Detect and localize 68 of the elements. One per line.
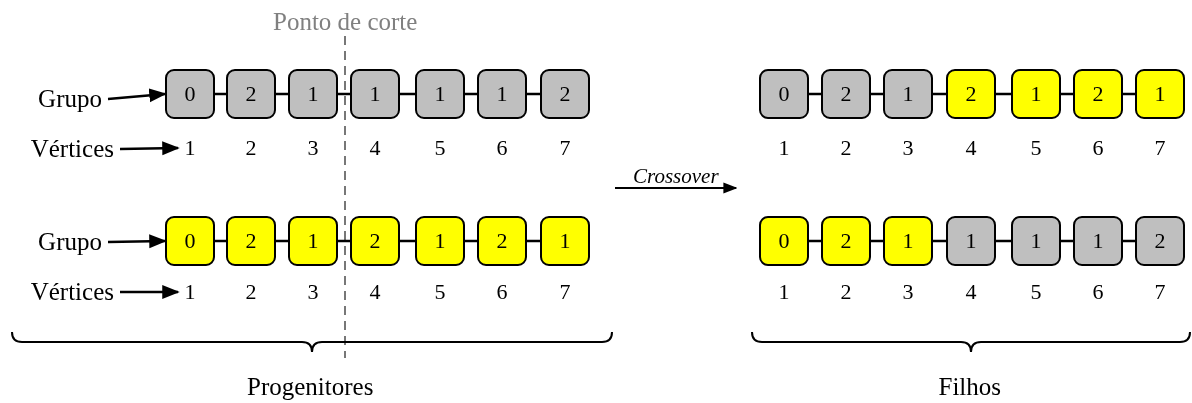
arrow	[120, 285, 180, 299]
gene-box: 0	[165, 216, 215, 266]
vertex-number: 5	[434, 137, 446, 159]
gene-box: 1	[883, 69, 933, 119]
vertex-number: 1	[178, 134, 202, 162]
group-caption: Filhos	[938, 373, 1002, 399]
gene-box: 1	[883, 216, 933, 266]
vertex-number: 7	[1154, 137, 1166, 159]
gene-box: 1	[1011, 69, 1061, 119]
gene-box: 0	[759, 216, 809, 266]
vertex-number: 5	[1030, 281, 1042, 303]
gene-box: 2	[946, 69, 996, 119]
vertex-number: 1	[178, 278, 202, 306]
vertex-number: 4	[369, 281, 381, 303]
gene-box: 2	[540, 69, 590, 119]
gene-box: 2	[350, 216, 400, 266]
gene-box: 1	[415, 216, 465, 266]
vertex-number: 1	[778, 137, 790, 159]
vertex-number: 6	[496, 137, 508, 159]
vertex-number: 4	[369, 137, 381, 159]
gene-box: 1	[288, 216, 338, 266]
vertex-number: 2	[840, 137, 852, 159]
vertex-number: 4	[965, 137, 977, 159]
gene-box: 2	[1073, 69, 1123, 119]
vertex-number: 2	[245, 281, 257, 303]
group-caption: Progenitores	[247, 373, 374, 399]
gene-box: 1	[540, 216, 590, 266]
gene-box: 1	[415, 69, 465, 119]
row-label: Grupo	[10, 82, 102, 116]
row-label: Vértices	[4, 275, 114, 309]
gene-box: 0	[165, 69, 215, 119]
arrow	[119, 141, 180, 156]
vertex-number: 5	[1030, 137, 1042, 159]
vertex-number: 3	[307, 137, 319, 159]
vertex-number: 2	[245, 137, 257, 159]
arrow	[107, 88, 167, 103]
gene-box: 0	[759, 69, 809, 119]
vertex-number: 6	[496, 281, 508, 303]
gene-box: 1	[1135, 69, 1185, 119]
gene-box: 1	[350, 69, 400, 119]
vertex-number: 1	[778, 281, 790, 303]
gene-box: 1	[1011, 216, 1061, 266]
vertex-number: 4	[965, 281, 977, 303]
gene-box: 2	[821, 69, 871, 119]
vertex-number: 3	[902, 137, 914, 159]
vertex-number: 2	[840, 281, 852, 303]
gene-box: 1	[946, 216, 996, 266]
vertex-number: 7	[1154, 281, 1166, 303]
vertex-number: 3	[902, 281, 914, 303]
gene-box: 1	[477, 69, 527, 119]
gene-box: 2	[821, 216, 871, 266]
row-label: Vértices	[4, 132, 114, 166]
gene-box: 2	[1135, 216, 1185, 266]
row-label: Grupo	[10, 225, 102, 259]
arrow	[107, 234, 167, 249]
vertex-number: 7	[559, 137, 571, 159]
vertex-number: 5	[434, 281, 446, 303]
vertex-number: 3	[307, 281, 319, 303]
cut-point-label: Ponto de corte	[273, 8, 418, 34]
crossover-label: Crossover	[633, 165, 719, 187]
vertex-number: 6	[1092, 137, 1104, 159]
vertex-number: 6	[1092, 281, 1104, 303]
gene-box: 2	[477, 216, 527, 266]
gene-box: 2	[226, 69, 276, 119]
vertex-number: 7	[559, 281, 571, 303]
gene-box: 1	[1073, 216, 1123, 266]
gene-box: 1	[288, 69, 338, 119]
gene-box: 2	[226, 216, 276, 266]
